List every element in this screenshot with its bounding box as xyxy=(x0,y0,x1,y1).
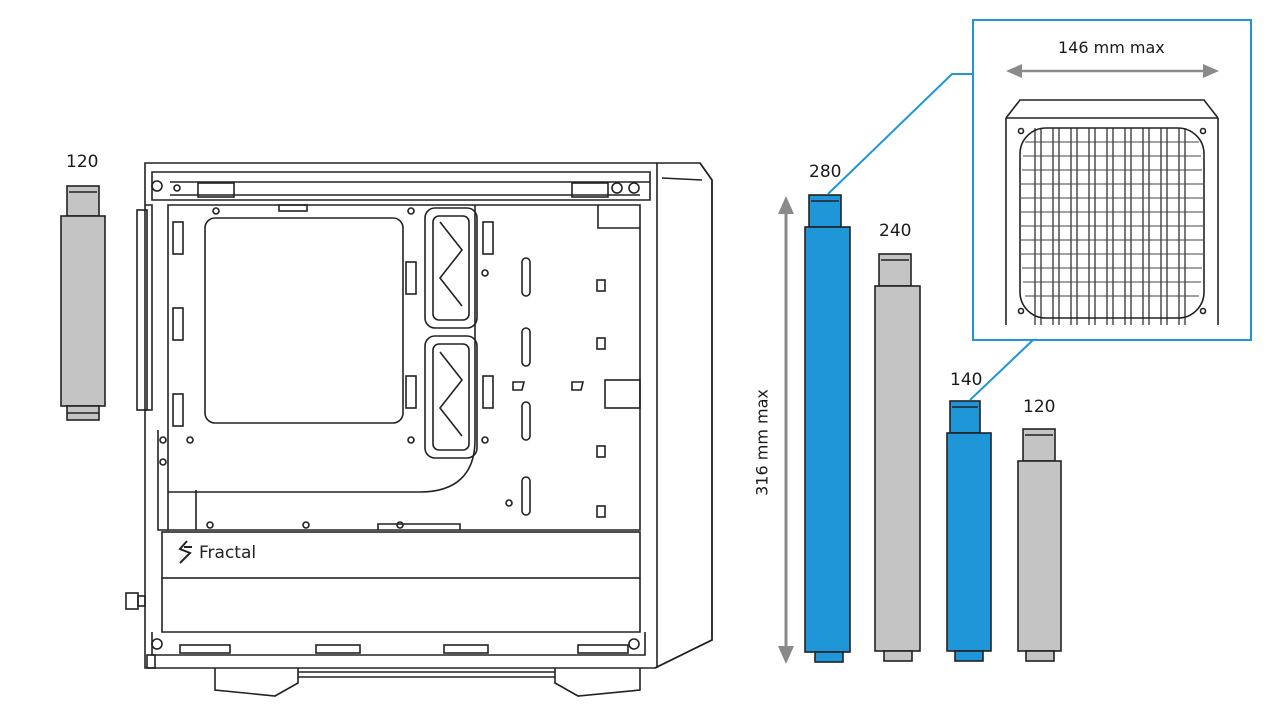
label-left-120: 120 xyxy=(66,152,99,172)
label-280: 280 xyxy=(809,162,842,182)
callout-lines xyxy=(827,73,1034,401)
radiator-120 xyxy=(1017,428,1062,662)
radiator-face-detail xyxy=(1005,99,1219,325)
radiator-zoom-box xyxy=(972,19,1252,341)
label-140: 140 xyxy=(950,370,983,390)
fractal-logo-icon xyxy=(178,540,192,564)
height-dimension-label: 316 mm max xyxy=(752,389,772,496)
pc-case-side-view xyxy=(125,162,713,697)
height-dimension-arrow xyxy=(778,196,794,664)
label-120: 120 xyxy=(1023,397,1056,417)
radiator-240 xyxy=(874,253,921,662)
width-dimension-label: 146 mm max xyxy=(1058,38,1165,57)
width-dimension-arrow xyxy=(1006,64,1219,78)
radiator-140 xyxy=(946,400,992,662)
radiator-280 xyxy=(804,194,851,663)
radiator-left-120 xyxy=(60,185,106,421)
brand-logo-text: Fractal xyxy=(199,543,257,563)
label-240: 240 xyxy=(879,221,912,241)
